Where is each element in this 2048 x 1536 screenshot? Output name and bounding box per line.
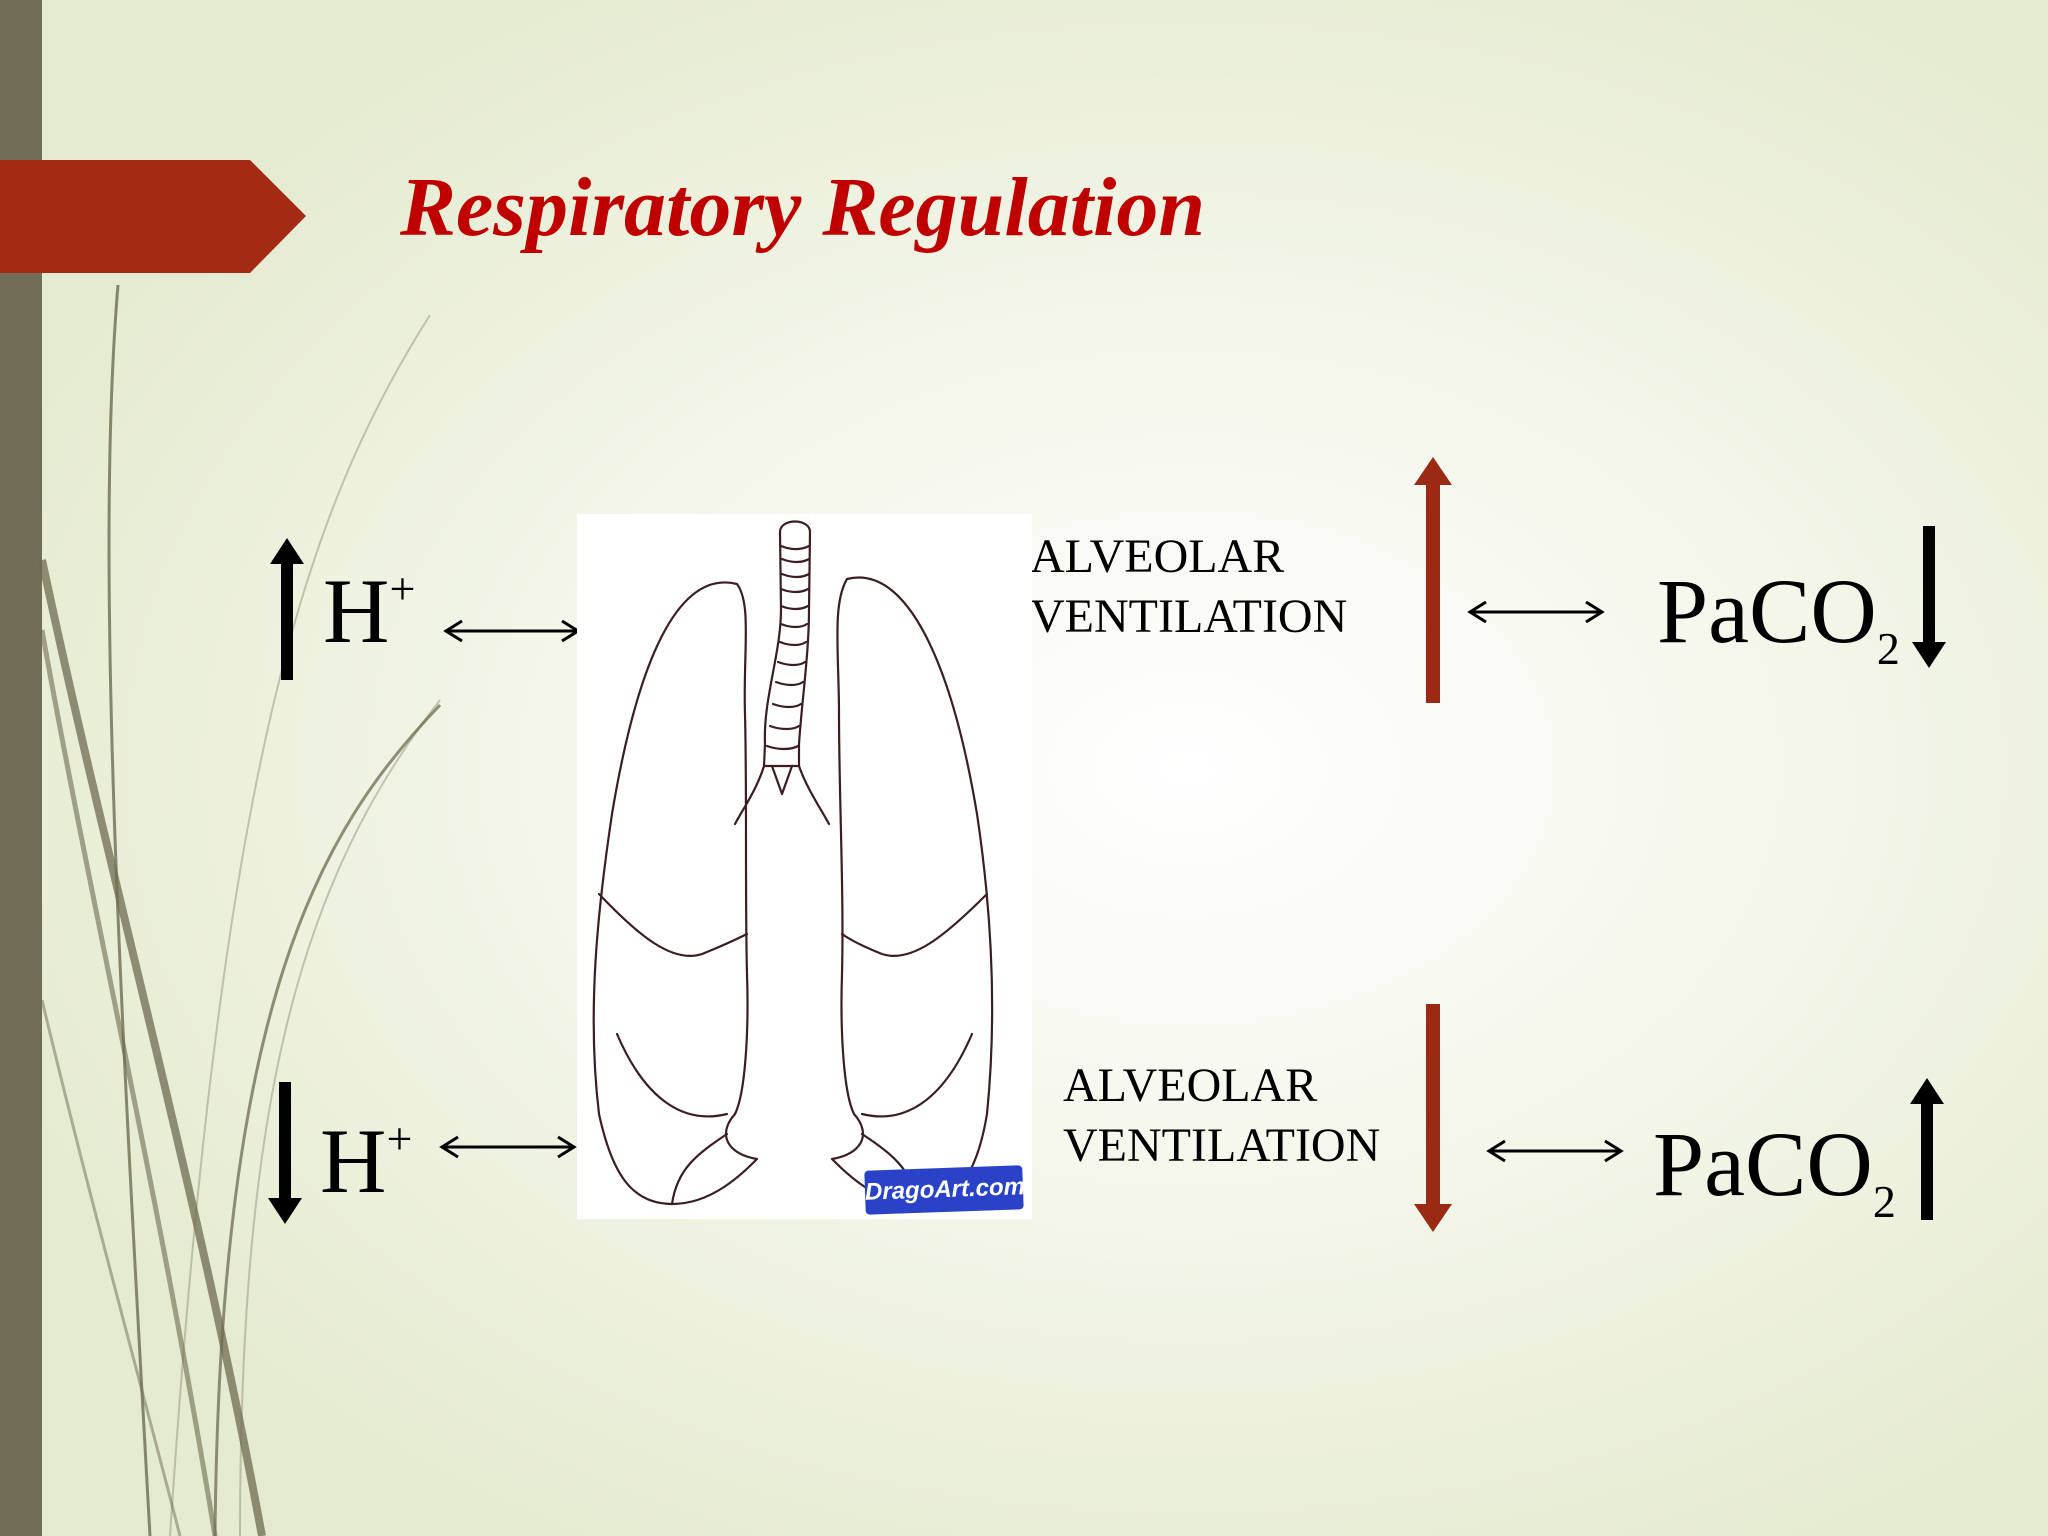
h-symbol: H [323, 560, 390, 662]
paco2-subscript: 2 [1876, 623, 1900, 674]
double-arrow-icon [1467, 600, 1605, 624]
double-arrow-icon [1486, 1139, 1624, 1163]
ventilation-text: VENTILATION [1030, 590, 1348, 643]
alveolar-ventilation-label: ALVEOLAR VENTILATION [1063, 1056, 1380, 1176]
h-ion-label: H+ [320, 1115, 412, 1207]
paco2-down-arrow-icon [1912, 526, 1946, 668]
paco2-label: PaCO2 [1657, 565, 1900, 672]
double-arrow-icon [443, 619, 581, 643]
ventilation-text: VENTILATION [1063, 1119, 1381, 1172]
h-superscript: + [389, 563, 416, 614]
dragoart-watermark: DragoArt.com [864, 1165, 1025, 1215]
ventilation-down-arrow-icon [1414, 1004, 1452, 1232]
paco2-subscript: 2 [1872, 1176, 1896, 1227]
h-superscript: + [386, 1113, 413, 1164]
lungs-illustration [577, 514, 1032, 1219]
paco2-text: PaCO [1653, 1113, 1873, 1215]
ventilation-up-arrow-icon [1414, 457, 1452, 703]
title-banner-arrow [0, 160, 306, 273]
alveolar-text: ALVEOLAR [1030, 530, 1285, 583]
alveolar-ventilation-label: ALVEOLAR VENTILATION [1030, 527, 1347, 647]
paco2-up-arrow-icon [1910, 1078, 1944, 1220]
lungs-drawing [592, 520, 994, 1206]
double-arrow-icon [439, 1135, 577, 1159]
paco2-label: PaCO2 [1653, 1118, 1896, 1225]
slide-title: Respiratory Regulation [400, 161, 1206, 254]
paco2-text: PaCO [1657, 560, 1877, 662]
alveolar-text: ALVEOLAR [1063, 1059, 1318, 1112]
h-symbol: H [320, 1110, 387, 1212]
h-down-arrow-icon [268, 1082, 302, 1224]
h-ion-label: H+ [323, 565, 415, 657]
h-up-arrow-icon [270, 538, 304, 680]
